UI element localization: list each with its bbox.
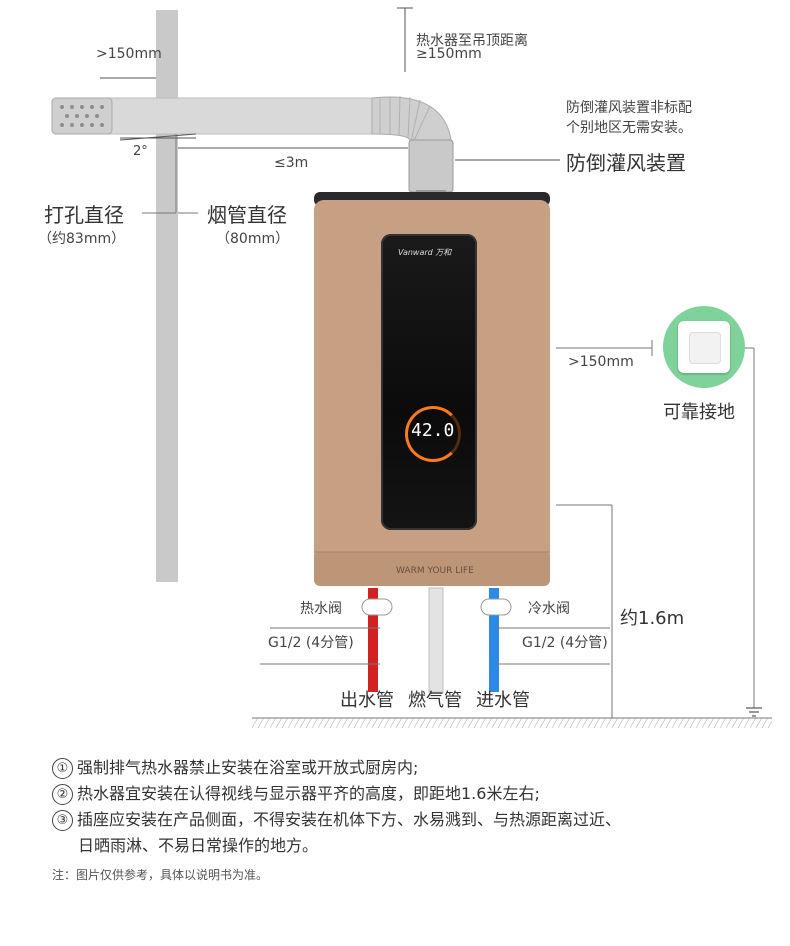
g-left-label: G1/2 (4分管)	[268, 635, 354, 651]
hole-value: （约83mm）	[38, 231, 126, 247]
g-right-label: G1/2 (4分管)	[522, 635, 608, 651]
pipe-gas-label: 燃气管	[408, 690, 462, 711]
footnote: 注：图片仅供参考，具体以说明书为准。	[52, 868, 269, 882]
cold-water-pipe	[489, 588, 499, 692]
height-label: 约1.6m	[620, 608, 685, 629]
outlet-label: 可靠接地	[663, 402, 735, 423]
hot-water-pipe	[368, 588, 378, 692]
gas-pipe	[428, 587, 444, 693]
wall	[156, 10, 178, 582]
ground-symbol-icon	[746, 707, 762, 717]
pipe-in-label: 进水管	[476, 690, 530, 711]
side-gap-label: >150mm	[568, 354, 634, 370]
pipe-length-label: ≤3m	[274, 155, 309, 171]
flue-value: （80mm）	[216, 231, 290, 247]
hole-title: 打孔直径	[44, 203, 124, 227]
angle-label: 2°	[133, 144, 148, 159]
hot-valve-label: 热水阀	[300, 601, 342, 617]
anti-device-label: 防倒灌风装置	[566, 151, 686, 175]
anti-note-1: 防倒灌风装置非标配	[566, 100, 692, 116]
ceiling-value: ≥150mm	[416, 46, 482, 62]
control-screen	[381, 234, 477, 530]
wall-gap-label: >150mm	[96, 46, 162, 62]
floor	[252, 718, 772, 728]
warm-tagline: WARM YOUR LIFE	[396, 566, 474, 576]
anti-note-2: 个别地区无需安装。	[566, 120, 692, 136]
ceiling-title: 热水器至吊顶距离	[416, 33, 528, 49]
pipe-out-label: 出水管	[340, 690, 394, 711]
temperature-ring	[405, 406, 461, 462]
cold-valve-label: 冷水阀	[528, 601, 570, 617]
temperature-display: 42.0	[411, 420, 455, 441]
flue-title: 烟管直径	[207, 203, 287, 227]
vent-holes	[60, 105, 104, 127]
note-3-cont: 日晒雨淋、不易日常操作的地方。	[78, 836, 319, 855]
brand-logo: Vanward 万和	[398, 248, 452, 257]
anti-backflow-device	[408, 139, 454, 193]
